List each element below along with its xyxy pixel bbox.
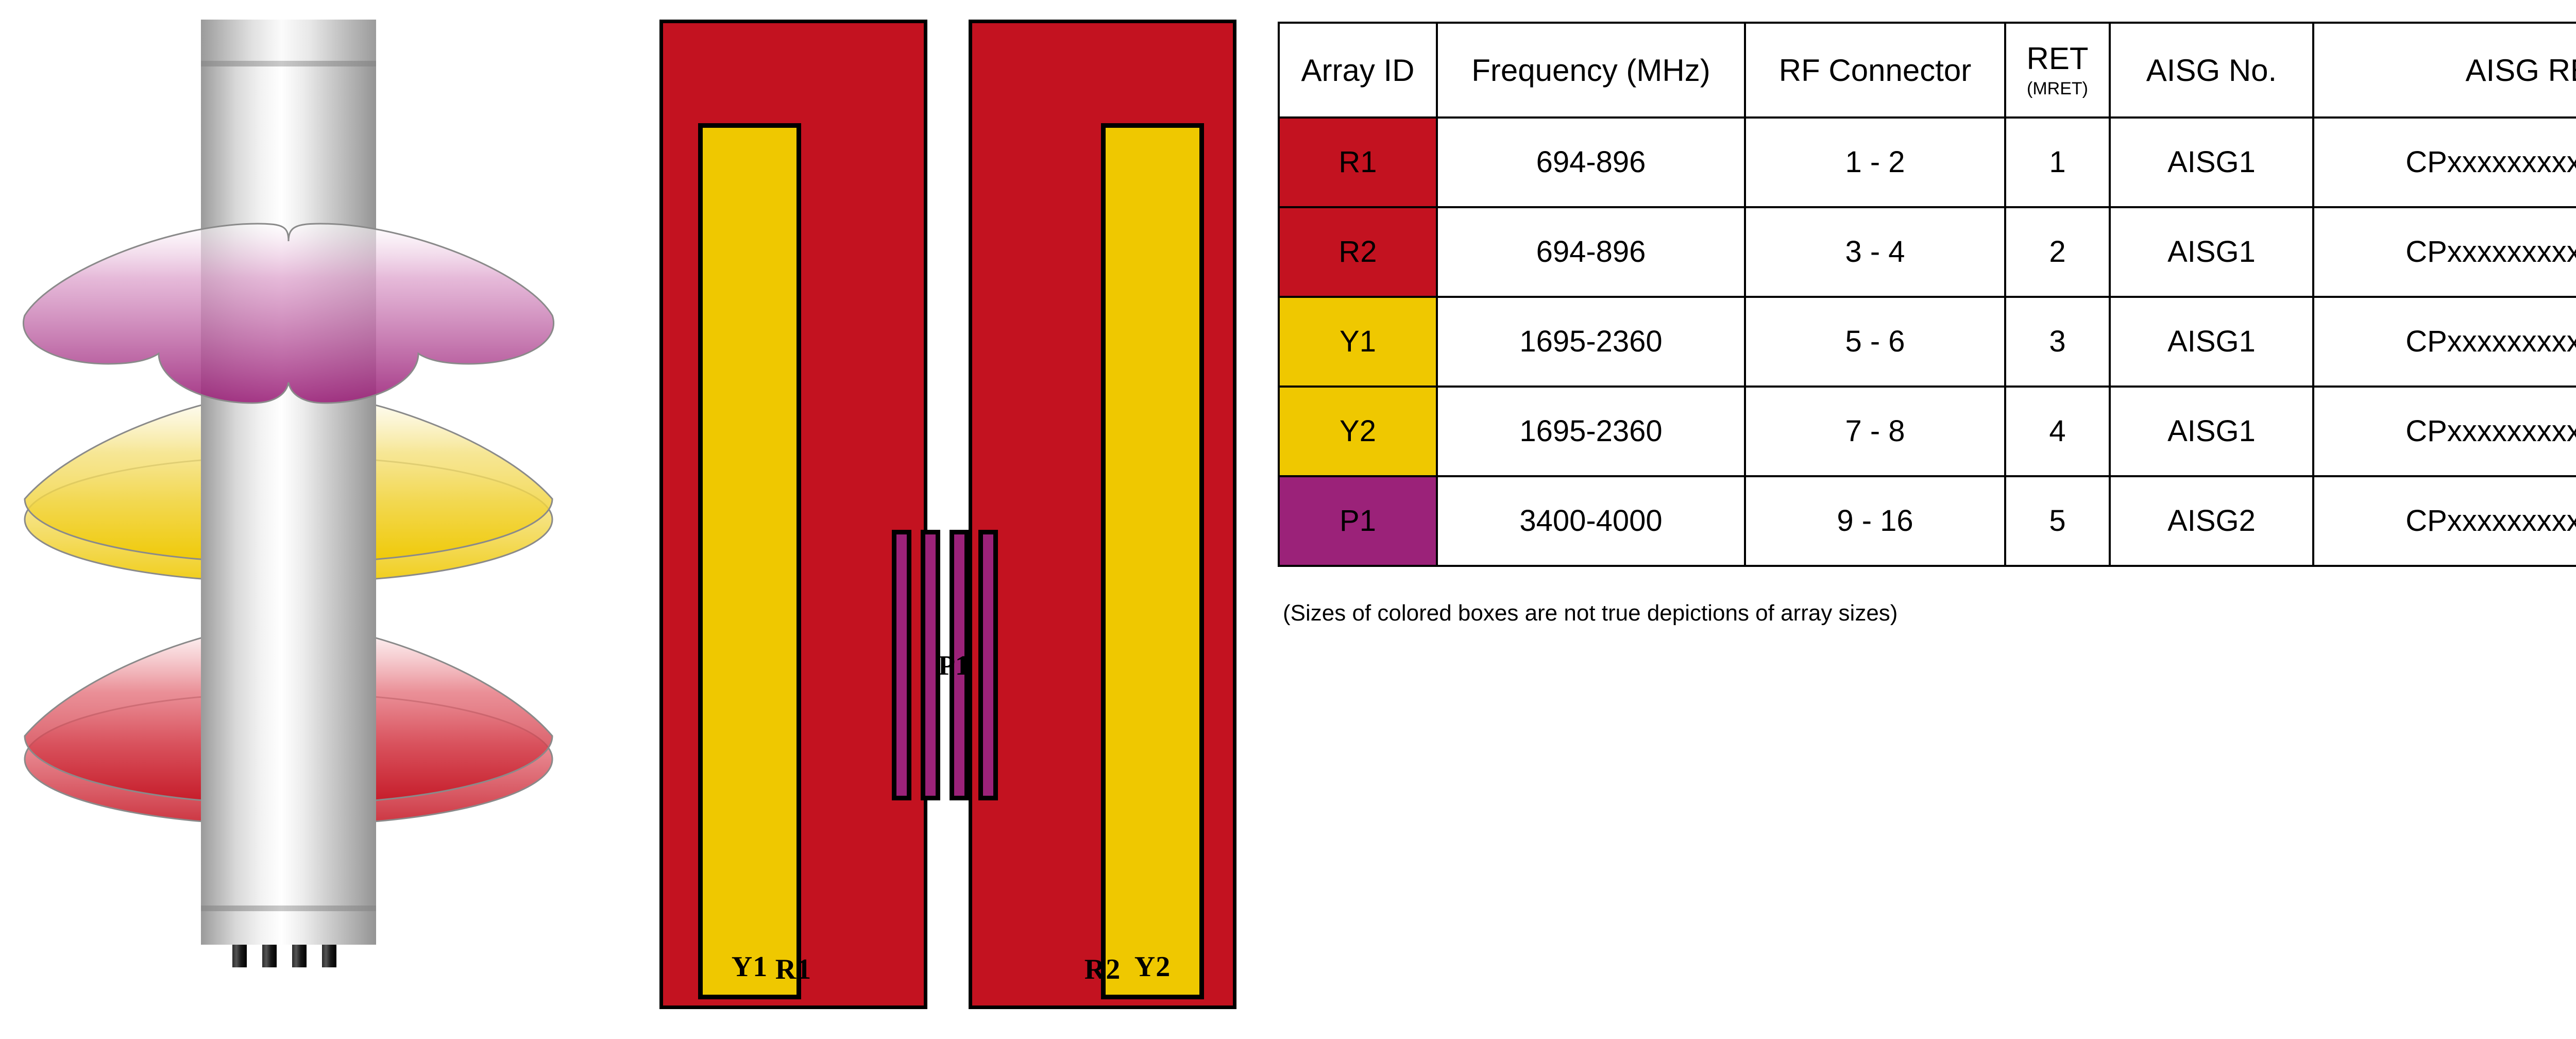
header-ret-sub: (MRET) <box>2027 78 2088 98</box>
table-header-row: Array ID Frequency (MHz) RF Connector RE… <box>1278 22 2576 119</box>
cell-frequency: 1695-2360 <box>1436 296 1746 388</box>
cell-rf-connector: 9 - 16 <box>1744 475 2006 567</box>
header-frequency: Frequency (MHz) <box>1436 22 1746 119</box>
cell-aisg-ret-uid: CPxxxxxxxxxxxxxxMM.2 <box>2312 206 2576 298</box>
specification-table-container: Array ID Frequency (MHz) RF Connector RE… <box>1278 22 2576 567</box>
cell-aisg-no: AISG1 <box>2109 206 2314 298</box>
array-panel-r2: Y2 R2 <box>969 20 1236 1009</box>
array-box-y1: Y1 <box>698 123 801 999</box>
array-label-r2: R2 <box>1084 953 1121 985</box>
array-label-y2: Y2 <box>1134 951 1171 983</box>
cell-frequency: 3400-4000 <box>1436 475 1746 567</box>
specification-table: Array ID Frequency (MHz) RF Connector RE… <box>1278 22 2576 567</box>
cell-rf-connector: 3 - 4 <box>1744 206 2006 298</box>
cell-rf-connector: 1 - 2 <box>1744 116 2006 208</box>
cell-aisg-ret-uid: CPxxxxxxxxxxxxxxMM.3 <box>2312 296 2576 388</box>
array-bar-p1 <box>978 530 998 800</box>
array-label-r1: R1 <box>775 953 812 985</box>
table-row: Y2 1695-2360 7 - 8 4 AISG1 CPxxxxxxxxxxx… <box>1278 386 2576 477</box>
cell-aisg-ret-uid: CPxxxxxxxxxxxxxxMM.4 <box>2312 386 2576 477</box>
cell-ret: 5 <box>2004 475 2111 567</box>
array-bar-p1 <box>950 530 969 800</box>
antenna-mast-band-top <box>201 61 376 66</box>
antenna-mast-band-bottom <box>201 906 376 911</box>
antenna-connector-stubs <box>232 945 346 967</box>
table-row: P1 3400-4000 9 - 16 5 AISG2 CPxxxxxxxxxx… <box>1278 475 2576 567</box>
cell-array-id: R1 <box>1278 116 1438 208</box>
cell-array-id: Y1 <box>1278 296 1438 388</box>
table-row: Y1 1695-2360 5 - 6 3 AISG1 CPxxxxxxxxxxx… <box>1278 296 2576 388</box>
cell-aisg-no: AISG1 <box>2109 296 2314 388</box>
cell-array-id: R2 <box>1278 206 1438 298</box>
array-group-p1: P1 <box>892 530 1015 800</box>
antenna-illustration <box>0 0 639 1039</box>
cell-aisg-ret-uid: CPxxxxxxxxxxxxxxMM.1 <box>2312 116 2576 208</box>
cell-aisg-no: AISG1 <box>2109 386 2314 477</box>
array-label-y1: Y1 <box>731 951 768 983</box>
header-array-id: Array ID <box>1278 22 1438 119</box>
cell-ret: 1 <box>2004 116 2111 208</box>
antenna-mast <box>201 20 376 945</box>
cell-ret: 4 <box>2004 386 2111 477</box>
cell-frequency: 1695-2360 <box>1436 386 1746 477</box>
array-panel-r1: Y1 R1 <box>659 20 927 1009</box>
connector-stub <box>322 945 336 967</box>
array-label-p1: P1 <box>938 650 969 681</box>
cell-rf-connector: 5 - 6 <box>1744 296 2006 388</box>
header-ret-main: RET <box>2026 41 2089 76</box>
table-note: (Sizes of colored boxes are not true dep… <box>1283 600 1898 626</box>
header-rf-connector: RF Connector <box>1744 22 2006 119</box>
connector-stub <box>262 945 277 967</box>
cell-frequency: 694-896 <box>1436 206 1746 298</box>
cell-aisg-no: AISG1 <box>2109 116 2314 208</box>
cell-frequency: 694-896 <box>1436 116 1746 208</box>
array-bar-p1 <box>921 530 940 800</box>
header-ret: RET (MRET) <box>2004 22 2111 119</box>
cell-array-id: P1 <box>1278 475 1438 567</box>
purple-lobe-icon <box>15 205 562 422</box>
array-layout-diagram: Y1 R1 Y2 R2 P1 <box>659 20 1236 1009</box>
header-aisg-ret-uid: AISG RET UID <box>2312 22 2576 119</box>
cell-aisg-no: AISG2 <box>2109 475 2314 567</box>
cell-aisg-ret-uid: CPxxxxxxxxxxxxxxMM.1 <box>2312 475 2576 567</box>
array-box-y2: Y2 <box>1101 123 1204 999</box>
cell-ret: 3 <box>2004 296 2111 388</box>
cell-rf-connector: 7 - 8 <box>1744 386 2006 477</box>
connector-stub <box>292 945 307 967</box>
connector-stub <box>232 945 247 967</box>
array-bar-p1 <box>892 530 911 800</box>
header-aisg-no: AISG No. <box>2109 22 2314 119</box>
antenna-mast-cap <box>201 20 376 61</box>
table-row: R2 694-896 3 - 4 2 AISG1 CPxxxxxxxxxxxxx… <box>1278 206 2576 298</box>
cell-array-id: Y2 <box>1278 386 1438 477</box>
table-row: R1 694-896 1 - 2 1 AISG1 CPxxxxxxxxxxxxx… <box>1278 116 2576 208</box>
cell-ret: 2 <box>2004 206 2111 298</box>
